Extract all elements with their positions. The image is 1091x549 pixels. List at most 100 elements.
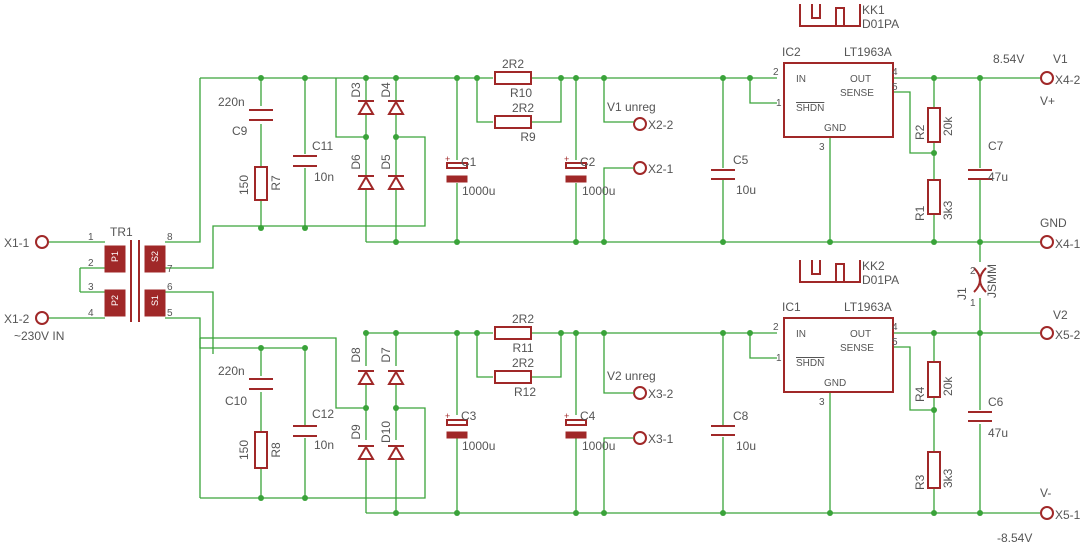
c8-name: C8: [733, 409, 749, 423]
resistor-r1: R1 3k3: [913, 179, 955, 221]
r2-name: R2: [913, 124, 927, 140]
ic2-pin3: 3: [819, 142, 825, 153]
diode-d5: D5: [379, 154, 405, 190]
v1-rail-name: V1: [1053, 52, 1068, 66]
x3-2-label: X3-2: [648, 387, 674, 401]
output-connector-x5-1[interactable]: X5-1: [1040, 506, 1081, 522]
ic2-pin2: 2: [773, 67, 779, 78]
x1-1-label: X1-1: [4, 236, 30, 250]
ic2-pin4: 4: [892, 67, 898, 78]
x3-1-label: X3-1: [648, 432, 674, 446]
ic1-in: IN: [796, 329, 806, 340]
capacitor-c7: C7 47u: [968, 139, 1008, 184]
ic1-sense: SENSE: [840, 343, 874, 354]
c10-name: C10: [225, 394, 247, 408]
ic1-shdn: SHDN: [796, 358, 824, 369]
tr-pin1: 1: [88, 232, 94, 243]
j1-type: JSMM: [985, 264, 999, 298]
tr-pin2: 2: [88, 258, 94, 269]
output-connector-x4-2[interactable]: X4-2: [1040, 71, 1081, 87]
c3-plus: +: [445, 411, 450, 421]
r9-name: R9: [520, 130, 536, 144]
ic2-gnd: GND: [824, 123, 846, 134]
capacitor-c8: C8 10u: [711, 409, 756, 453]
tr-pin4: 4: [88, 308, 94, 319]
d9-name: D9: [349, 424, 363, 440]
c1-name: C1: [461, 155, 477, 169]
resistor-r8: 150 R8: [237, 431, 283, 469]
ic1-gnd: GND: [824, 378, 846, 389]
c2-value: 1000u: [582, 184, 615, 198]
testpoint-x2-1[interactable]: X2-1: [633, 161, 674, 176]
v-minus-label: V-: [1040, 486, 1051, 500]
j1-pin1: 1: [970, 298, 976, 309]
heatsink-kk1: KK1 D01PA: [799, 3, 899, 31]
d5-name: D5: [379, 154, 393, 170]
v-plus-label: V+: [1040, 94, 1055, 108]
ic1-pin2: 2: [773, 322, 779, 333]
c4-value: 1000u: [582, 439, 615, 453]
testpoint-x3-1[interactable]: X3-1: [633, 431, 674, 446]
junctions: [258, 75, 983, 516]
c10-value: 220n: [218, 364, 245, 378]
diode-d6: D6: [349, 154, 375, 190]
input-connector-x1-2[interactable]: X1-2: [4, 311, 49, 326]
ic2-pin1: 1: [776, 98, 782, 109]
kk2-name: KK2: [862, 259, 885, 273]
c4-name: C4: [580, 409, 596, 423]
ic2-sense: SENSE: [840, 88, 874, 99]
input-connector-x1-1[interactable]: X1-1: [4, 235, 49, 250]
r7-value: 150: [237, 175, 251, 195]
v2-rail-name: V2: [1053, 308, 1068, 322]
c12-value: 10n: [314, 438, 334, 452]
r1-value: 3k3: [941, 200, 955, 220]
resistor-r9: 2R2 R9: [494, 101, 536, 144]
kk2-type: D01PA: [862, 273, 899, 287]
ic1-out: OUT: [850, 329, 871, 340]
c9-value: 220n: [218, 95, 245, 109]
r11-name: R11: [512, 341, 533, 355]
c2-name: C2: [580, 155, 596, 169]
tr1-name: TR1: [110, 225, 133, 239]
resistor-r7: 150 R7: [237, 166, 283, 201]
output-connector-x5-2[interactable]: X5-2: [1040, 326, 1081, 342]
r10-value: 2R2: [502, 57, 524, 71]
testpoint-x2-2[interactable]: X2-2: [633, 117, 674, 132]
d8-name: D8: [349, 347, 363, 363]
capacitor-c12: C12 10n: [293, 407, 334, 452]
capacitor-c4: + C4 1000u: [564, 409, 615, 453]
testpoint-x3-2[interactable]: X3-2: [633, 386, 674, 401]
j1-pin2: 2: [970, 266, 976, 277]
c11-name: C11: [312, 139, 333, 153]
r3-value: 3k3: [941, 468, 955, 488]
kk1-name: KK1: [862, 3, 885, 17]
ic2-type: LT1963A: [844, 45, 892, 59]
d3-name: D3: [349, 82, 363, 98]
c5-value: 10u: [736, 183, 756, 197]
capacitor-c9: 220n C9: [218, 95, 273, 138]
c7-name: C7: [988, 139, 1004, 153]
mains-input-label: ~230V IN: [14, 329, 64, 343]
c3-name: C3: [461, 409, 477, 423]
r4-name: R4: [913, 386, 927, 402]
capacitor-c11: C11 10n: [293, 139, 334, 184]
c12-name: C12: [312, 407, 334, 421]
d4-name: D4: [379, 82, 393, 98]
r3-name: R3: [913, 474, 927, 490]
j1-name: J1: [955, 287, 969, 300]
tr-pin7: 7: [167, 264, 173, 275]
r1-name: R1: [913, 205, 927, 221]
r11-value: 2R2: [512, 312, 534, 326]
gnd-label: GND: [1040, 216, 1067, 230]
r10-name: R10: [510, 86, 532, 100]
c9-name: C9: [232, 124, 248, 138]
r8-value: 150: [237, 440, 251, 460]
tr-pin5: 5: [167, 308, 173, 319]
c6-name: C6: [988, 395, 1004, 409]
transformer-tr1: P1 P1 P2 S2 S1 TR1 1 2 3 4 5 6 7 8: [88, 225, 173, 322]
output-connector-x4-1[interactable]: X4-1: [1040, 235, 1081, 251]
c8-value: 10u: [736, 439, 756, 453]
capacitor-c2: + C2 1000u: [564, 154, 615, 198]
tr-pin3: 3: [88, 282, 94, 293]
